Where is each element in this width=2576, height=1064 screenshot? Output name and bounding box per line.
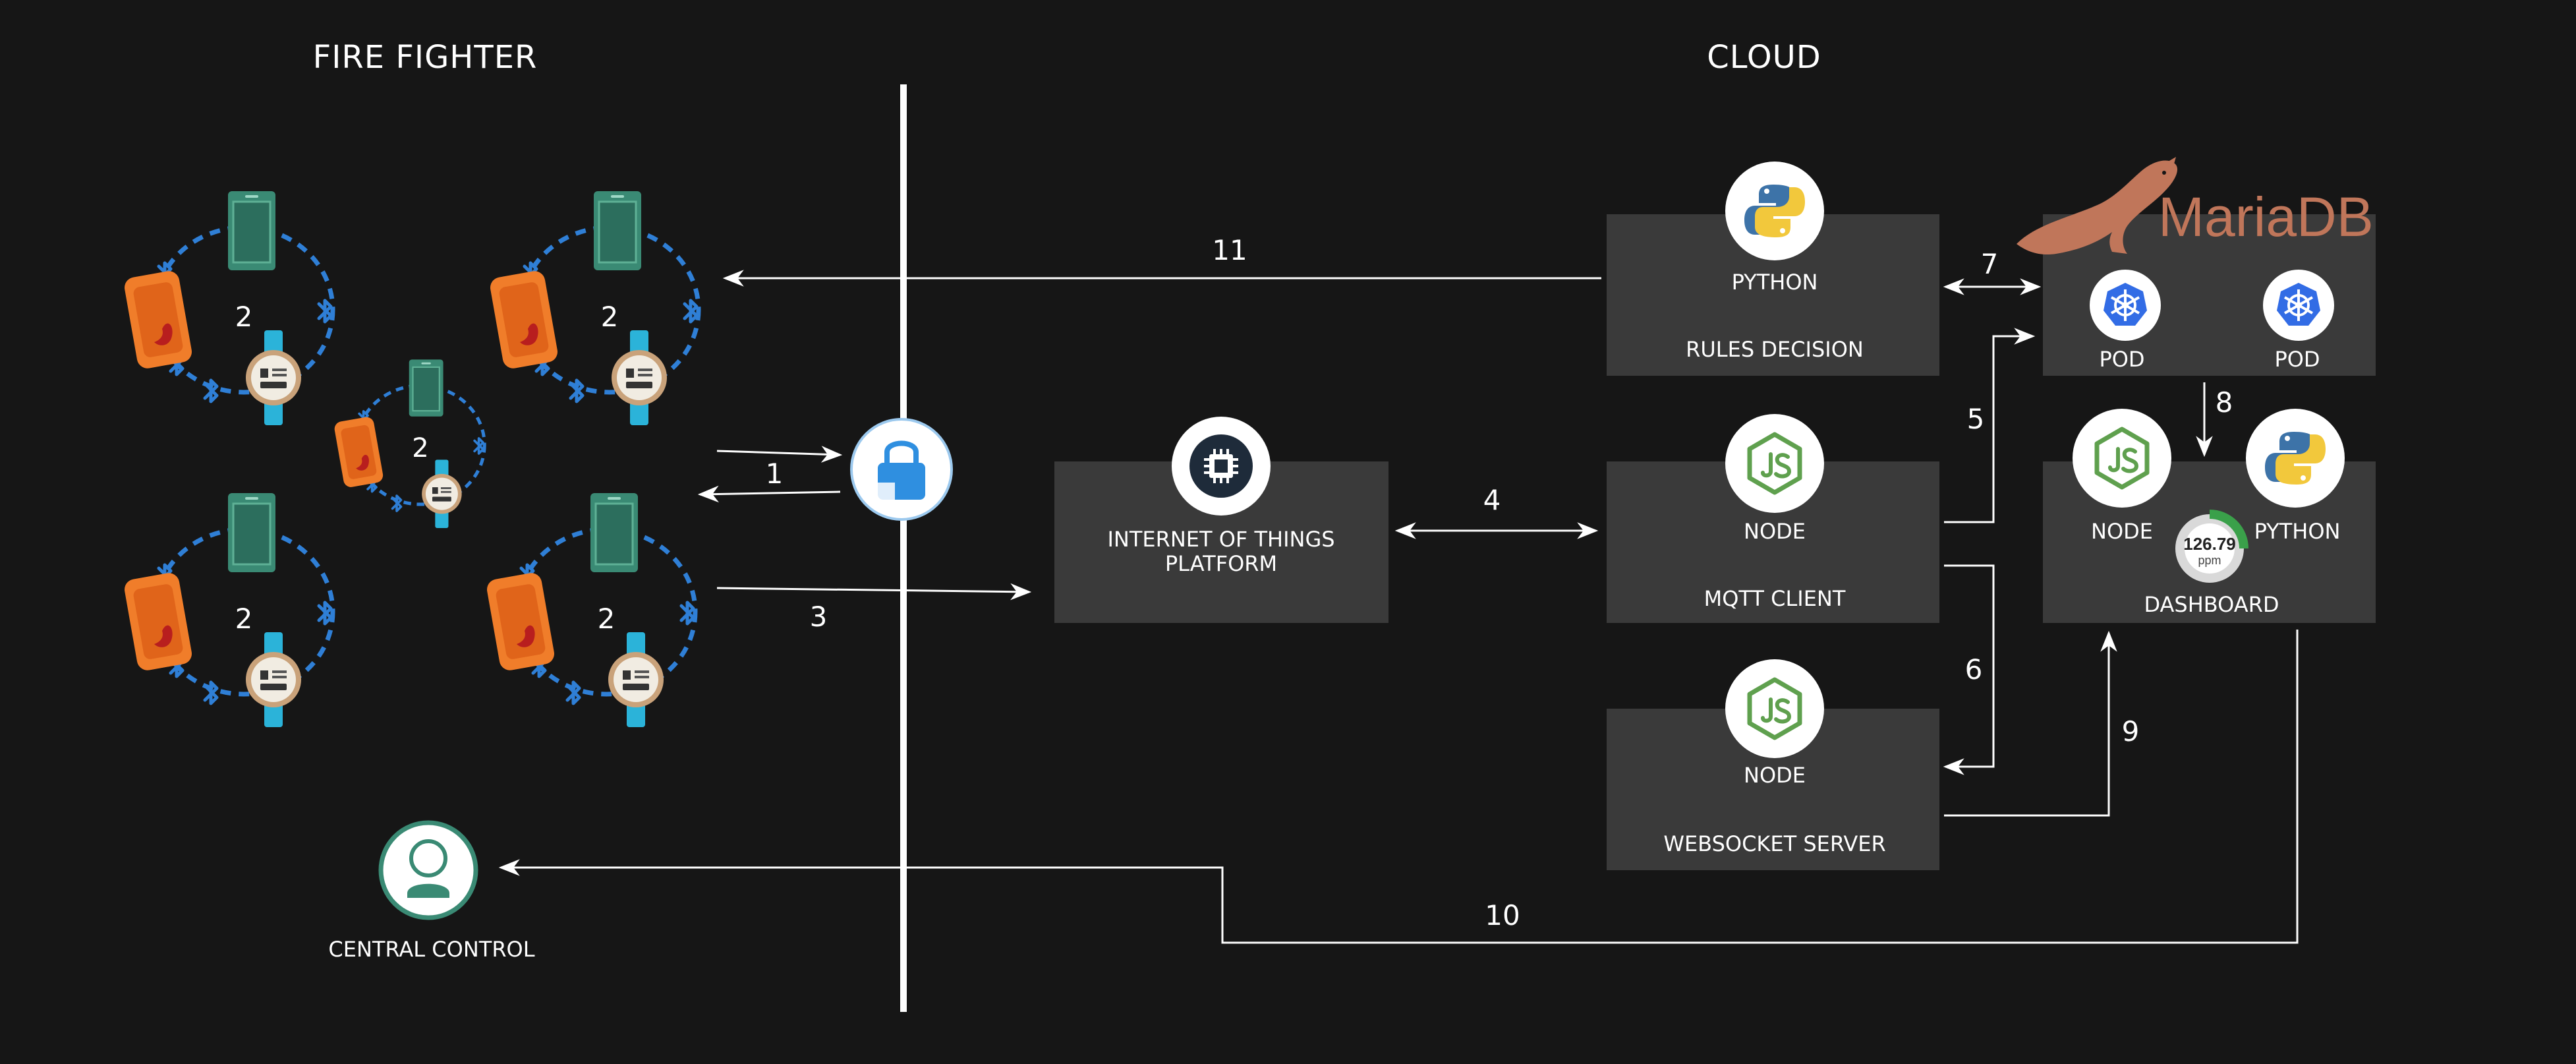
mariadb-logo-text: MariaDB <box>2158 186 2374 248</box>
flow-10-arrow <box>498 630 2299 944</box>
iot-platform-label-1: INTERNET OF THINGS <box>1107 527 1334 552</box>
rules-tech-label: PYTHON <box>1732 270 1818 295</box>
flow-1-down-arrow <box>697 485 841 503</box>
flow-4-label: 4 <box>1483 484 1501 516</box>
pod2-label: POD <box>2274 347 2320 372</box>
dashboard-node: NODE PYTHON 126.79 ppm DASHBOARD <box>2043 409 2376 623</box>
websocket-badge <box>1725 659 1824 758</box>
chip-icon <box>1189 434 1253 498</box>
websocket-tech-label: NODE <box>1744 763 1806 788</box>
flow-3: 3 <box>716 583 1032 633</box>
group-count: 2 <box>598 603 615 635</box>
mqtt-tech-label: NODE <box>1744 519 1806 544</box>
websocket-name-label: WEBSOCKET SERVER <box>1663 831 1885 856</box>
rules-name-label: RULES DECISION <box>1686 337 1864 362</box>
flow-3-label: 3 <box>810 601 828 633</box>
central-control-node: CENTRAL CONTROL <box>328 820 535 962</box>
dashboard-node-badge <box>2073 409 2171 508</box>
iot-platform-node: INTERNET OF THINGS PLATFORM <box>1054 417 1388 623</box>
ppm-gauge: 126.79 ppm <box>2175 510 2248 583</box>
pod1-label: POD <box>2099 347 2144 372</box>
bluetooth-ring <box>123 493 333 727</box>
flow-6: 6 <box>1943 564 1995 775</box>
flow-11: 11 <box>722 234 1601 287</box>
mariadb-seal-icon <box>2017 157 2178 255</box>
bluetooth-ring <box>488 191 699 425</box>
dashboard-name-label: DASHBOARD <box>2144 592 2279 617</box>
gauge-unit: ppm <box>2198 554 2221 567</box>
flow-1-up-arrow <box>716 446 843 463</box>
lock-gateway <box>850 418 953 521</box>
dashboard-tech2-label: PYTHON <box>2254 519 2341 544</box>
mqtt-name-label: MQTT CLIENT <box>1704 586 1846 611</box>
bluetooth-ring <box>333 359 484 528</box>
gauge-value: 126.79 <box>2183 534 2236 554</box>
websocket-server-node: NODE WEBSOCKET SERVER <box>1607 659 1939 870</box>
flow-9: 9 <box>1944 630 2140 817</box>
flow-8-label: 8 <box>2216 386 2233 419</box>
flow-6-arrow <box>1943 564 1995 775</box>
firefighter-group-4: 2 <box>123 493 333 727</box>
flow-11-label: 11 <box>1212 234 1247 266</box>
group-count: 2 <box>235 301 253 333</box>
flow-1-label: 1 <box>766 458 784 490</box>
flow-5-arrow <box>1944 328 2036 523</box>
mqtt-client-node: NODE MQTT CLIENT <box>1607 414 1939 623</box>
flow-3-arrow <box>716 583 1032 601</box>
flow-7-label: 7 <box>1981 248 1999 280</box>
group-count: 2 <box>235 603 253 635</box>
user-icon <box>378 820 478 920</box>
lock-icon <box>878 440 925 500</box>
dashboard-tech1-label: NODE <box>2091 519 2153 544</box>
flow-5-label: 5 <box>1967 403 1985 435</box>
bluetooth-ring <box>485 493 695 727</box>
firefighter-group-5: 2 <box>485 493 695 727</box>
flow-4: 4 <box>1394 484 1599 539</box>
flow-5: 5 <box>1944 328 2036 523</box>
group-count: 2 <box>601 301 619 333</box>
flow-7: 7 <box>1943 248 2042 295</box>
flow-10: 10 <box>498 630 2299 944</box>
cloud-header: CLOUD <box>1707 39 1821 76</box>
central-control-label: CENTRAL CONTROL <box>328 937 534 962</box>
firefighter-header: FIRE FIGHTER <box>313 39 538 76</box>
flow-9-arrow <box>1944 630 2117 817</box>
rules-decision-node: PYTHON RULES DECISION <box>1607 162 1939 376</box>
group-count: 2 <box>412 432 429 463</box>
mqtt-badge <box>1725 414 1824 513</box>
mariadb-node: MariaDB POD POD <box>2017 157 2376 376</box>
firefighter-group-2: 2 <box>488 191 699 425</box>
iot-platform-label-2: PLATFORM <box>1165 551 1277 576</box>
flow-10-label: 10 <box>1485 899 1520 931</box>
flow-6-label: 6 <box>1965 653 1983 686</box>
bluetooth-ring <box>123 191 333 425</box>
firefighter-group-3: 2 <box>333 359 484 528</box>
flow-8: 8 <box>2196 382 2233 458</box>
flow-9-label: 9 <box>2122 715 2140 748</box>
firefighter-group-1: 2 <box>123 191 333 425</box>
flow-1: 1 <box>697 446 843 503</box>
